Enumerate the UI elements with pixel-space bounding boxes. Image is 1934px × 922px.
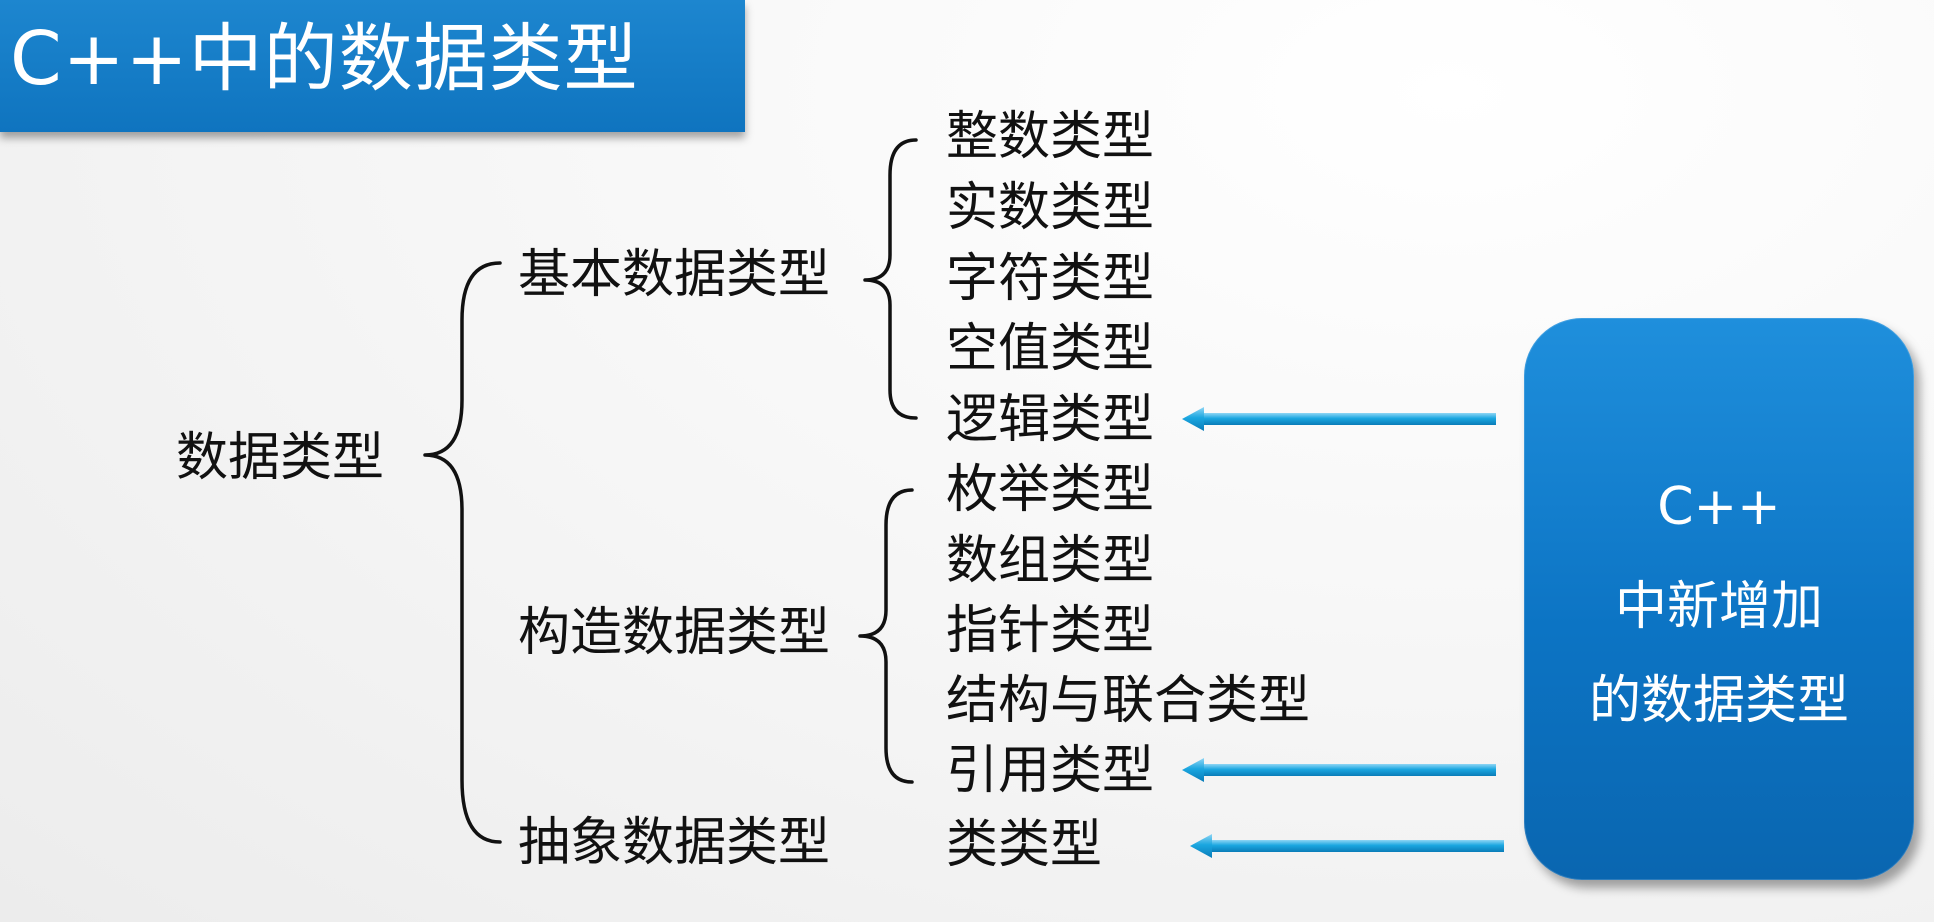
category-abstract: 抽象数据类型 [518, 813, 831, 873]
leaf-bool: 逻辑类型 [946, 390, 1155, 450]
leaf-void: 空值类型 [946, 319, 1155, 379]
leaf-class: 类类型 [946, 815, 1103, 875]
title-bar: C++中的数据类型 [0, 0, 745, 132]
leaf-pointer: 指针类型 [946, 601, 1155, 661]
leaf-integer: 整数类型 [946, 107, 1155, 167]
root-brace [423, 261, 502, 844]
leaf-enum: 枚举类型 [946, 460, 1155, 520]
category-constructed: 构造数据类型 [518, 603, 831, 663]
arrow-reference [1182, 758, 1496, 782]
arrow-bool [1182, 407, 1496, 431]
basic-types-brace [863, 138, 918, 420]
callout-line-2: 中新增加 [1614, 577, 1823, 637]
leaf-char: 字符类型 [946, 249, 1155, 309]
leaf-reference: 引用类型 [946, 741, 1155, 801]
arrow-class [1190, 834, 1504, 858]
page-title: C++中的数据类型 [10, 16, 639, 102]
constructed-types-brace [858, 488, 914, 784]
callout-line-1: C++ [1657, 477, 1781, 537]
category-basic: 基本数据类型 [518, 245, 831, 305]
leaf-array: 数组类型 [946, 531, 1155, 591]
leaf-struct-union: 结构与联合类型 [946, 671, 1311, 731]
callout-line-3: 的数据类型 [1588, 671, 1849, 731]
cpp-new-types-callout: C++ 中新增加 的数据类型 [1524, 318, 1914, 880]
root-node: 数据类型 [176, 428, 385, 488]
leaf-real: 实数类型 [946, 178, 1155, 238]
